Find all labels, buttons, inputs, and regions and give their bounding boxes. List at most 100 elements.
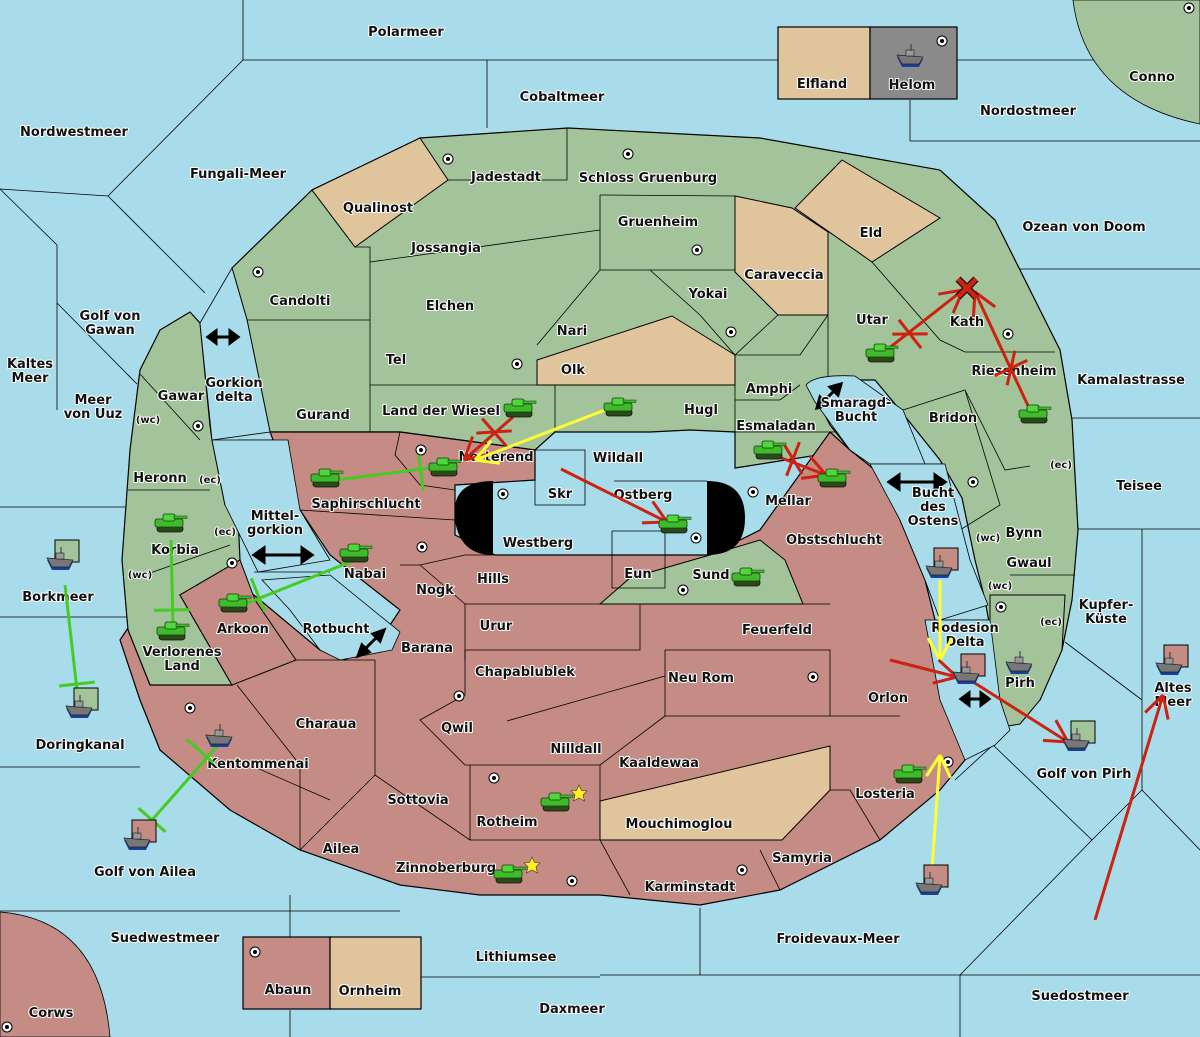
province-label-heronn[interactable]: Heronn	[132, 470, 188, 487]
army-tank-icon[interactable]	[817, 468, 851, 488]
fleet-ship-icon[interactable]	[1005, 651, 1033, 674]
province-label-arkoon[interactable]: Arkoon	[216, 621, 270, 638]
province-label-elchen[interactable]: Elchen	[425, 298, 475, 315]
province-label-samyria[interactable]: Samyria	[771, 850, 833, 867]
province-label-jossangia[interactable]: Jossangia	[409, 240, 482, 257]
army-tank-icon[interactable]	[310, 468, 344, 488]
sea-label-kamalastrasse[interactable]: Kamalastrasse	[1076, 372, 1186, 389]
army-tank-icon[interactable]	[428, 457, 462, 477]
sea-label-golf-von-ailea[interactable]: Golf von Ailea	[93, 864, 197, 881]
province-label-westberg[interactable]: Westberg	[502, 535, 574, 552]
army-tank-icon[interactable]	[503, 398, 537, 418]
province-label-yokai[interactable]: Yokai	[686, 286, 728, 303]
province-label-nari[interactable]: Nari	[556, 323, 589, 340]
sea-label-kupfer-kueste[interactable]: Kupfer-Küste	[1078, 597, 1135, 628]
army-tank-icon[interactable]	[339, 543, 373, 563]
army-tank-icon[interactable]	[1018, 404, 1052, 424]
army-tank-icon[interactable]	[154, 513, 188, 533]
province-ornheim[interactable]	[329, 936, 422, 1010]
province-label-qualinost[interactable]: Qualinost	[342, 200, 414, 217]
sea-label-teisee[interactable]: Teisee	[1115, 478, 1163, 495]
sea-label-borkmeer[interactable]: Borkmeer	[21, 589, 95, 606]
province-label-rotheim[interactable]: Rotheim	[475, 814, 538, 831]
province-label-gawar[interactable]: Gawar	[157, 388, 206, 405]
province-label-korbia[interactable]: Korbia	[150, 542, 200, 559]
province-label-gwaul[interactable]: Gwaul	[1005, 555, 1052, 572]
province-label-pirh[interactable]: Pirh	[1004, 675, 1036, 692]
sea-label-doringkanal[interactable]: Doringkanal	[34, 737, 125, 754]
province-label-corws[interactable]: Corws	[28, 1005, 75, 1022]
province-label-karminstadt[interactable]: Karminstadt	[644, 879, 737, 896]
province-corws[interactable]	[0, 911, 111, 1037]
fleet-ship-icon[interactable]	[1155, 652, 1183, 675]
army-tank-icon[interactable]	[753, 440, 787, 460]
province-label-bynn[interactable]: Bynn	[1005, 525, 1044, 542]
province-label-obstschlucht[interactable]: Obstschlucht	[785, 532, 883, 549]
army-tank-icon[interactable]	[731, 567, 765, 587]
fleet-ship-icon[interactable]	[1062, 728, 1090, 751]
province-label-skr[interactable]: Skr	[547, 486, 574, 503]
army-tank-icon[interactable]	[893, 764, 927, 784]
province-label-helom[interactable]: Helom	[888, 77, 937, 94]
province-label-esmaladan[interactable]: Esmaladan	[735, 418, 817, 435]
province-label-bridon[interactable]: Bridon	[928, 410, 978, 427]
province-label-saphirschlucht[interactable]: Saphirschlucht	[310, 496, 421, 513]
province-label-feuerfeld[interactable]: Feuerfeld	[741, 622, 813, 639]
province-label-orlon[interactable]: Orlon	[867, 690, 909, 707]
province-label-tel[interactable]: Tel	[385, 352, 407, 369]
army-tank-icon[interactable]	[156, 621, 190, 641]
province-label-gruenheim[interactable]: Gruenheim	[617, 214, 699, 231]
province-label-eld[interactable]: Eld	[859, 225, 884, 242]
province-label-land-der-wiesel[interactable]: Land der Wiesel	[381, 403, 501, 420]
province-label-mellar[interactable]: Mellar	[764, 493, 812, 510]
province-label-amphi[interactable]: Amphi	[745, 381, 794, 398]
province-label-chapablublek[interactable]: Chapablublek	[474, 664, 576, 681]
province-label-hugl[interactable]: Hugl	[683, 402, 719, 419]
fleet-ship-icon[interactable]	[46, 547, 74, 570]
province-label-mouchimoglou[interactable]: Mouchimoglou	[625, 816, 734, 833]
province-label-gurand[interactable]: Gurand	[295, 407, 351, 424]
province-elfland[interactable]	[777, 26, 871, 100]
army-tank-icon[interactable]	[658, 514, 692, 534]
province-label-ornheim[interactable]: Ornheim	[338, 983, 403, 1000]
army-tank-icon[interactable]	[493, 856, 541, 884]
province-label-nabai[interactable]: Nabai	[343, 566, 387, 583]
province-label-nilldall[interactable]: Nilldall	[549, 741, 602, 758]
sea-label-polarmeer[interactable]: Polarmeer	[367, 24, 445, 41]
sea-label-lithiumsee[interactable]: Lithiumsee	[475, 949, 558, 966]
province-label-nogk[interactable]: Nogk	[415, 582, 455, 599]
sea-label-nordostmeer[interactable]: Nordostmeer	[979, 103, 1078, 120]
sea-label-suedwestmeer[interactable]: Suedwestmeer	[109, 930, 221, 947]
province-label-charaua[interactable]: Charaua	[295, 716, 358, 733]
province-label-barana[interactable]: Barana	[400, 640, 454, 657]
province-label-ailea[interactable]: Ailea	[322, 841, 361, 858]
province-label-qwil[interactable]: Qwil	[440, 720, 474, 737]
province-label-sund[interactable]: Sund	[691, 567, 730, 584]
sea-label-mittel-gorkion[interactable]: Mittel-gorkion	[246, 508, 304, 539]
army-tank-icon[interactable]	[540, 784, 588, 812]
sea-label-daxmeer[interactable]: Daxmeer	[538, 1001, 606, 1018]
sea-label-froidevaux-meer[interactable]: Froidevaux-Meer	[775, 931, 901, 948]
sea-label-suedostmeer[interactable]: Suedostmeer	[1030, 988, 1130, 1005]
province-label-schloss-gruenburg[interactable]: Schloss Gruenburg	[578, 170, 718, 187]
province-label-neu-rom[interactable]: Neu Rom	[667, 670, 735, 687]
fleet-ship-icon[interactable]	[896, 44, 924, 67]
army-tank-icon[interactable]	[218, 593, 252, 613]
province-label-eun[interactable]: Eun	[623, 566, 652, 583]
sea-label-fungali-meer[interactable]: Fungali-Meer	[189, 166, 288, 183]
province-label-riesenheim[interactable]: Riesenheim	[970, 363, 1057, 380]
province-label-ostberg[interactable]: Ostberg	[613, 487, 674, 504]
army-tank-icon[interactable]	[603, 397, 637, 417]
province-label-kaaldewaa[interactable]: Kaaldewaa	[618, 755, 700, 772]
fleet-ship-icon[interactable]	[952, 661, 980, 684]
fleet-ship-icon[interactable]	[205, 724, 233, 747]
sea-label-ozean-von-doom[interactable]: Ozean von Doom	[1021, 219, 1146, 236]
sea-label-cobaltmeer[interactable]: Cobaltmeer	[519, 89, 606, 106]
